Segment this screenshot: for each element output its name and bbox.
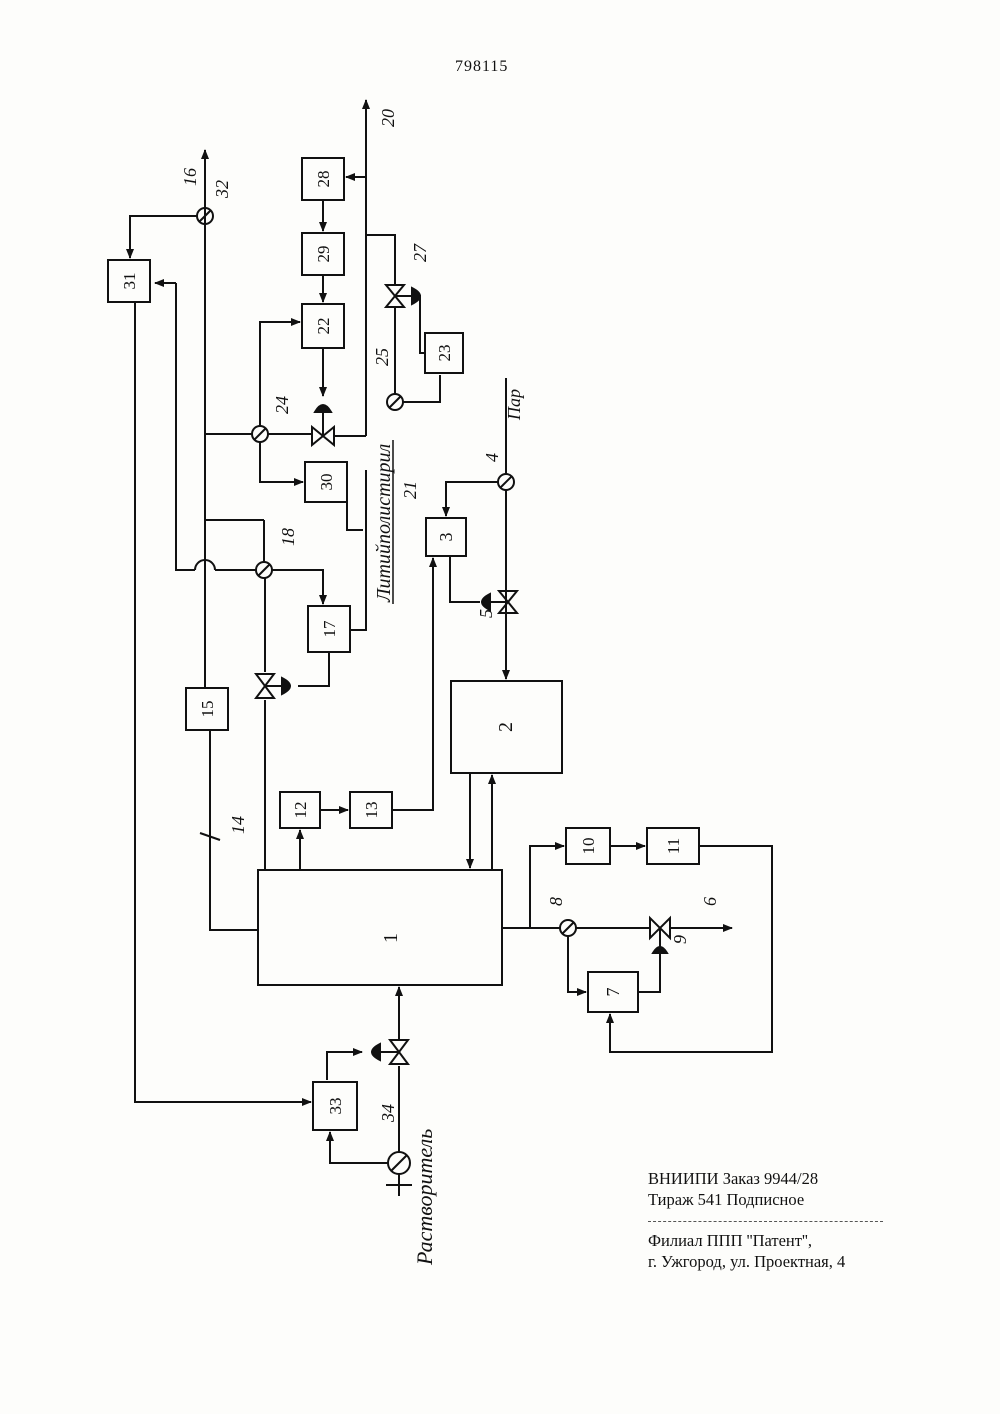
valve-main-top: [312, 405, 334, 445]
solvent-label: Растворитель: [412, 1129, 437, 1266]
sensor-8: [560, 920, 576, 936]
block-23-label: 23: [435, 345, 454, 362]
ref-14: 14: [228, 816, 248, 834]
sensor-34: [388, 1152, 410, 1174]
publication-footer: ВНИИПИ Заказ 9944/28 Тираж 541 Подписное…: [648, 1168, 888, 1273]
ref-16: 16: [180, 168, 200, 186]
block-31-label: 31: [120, 273, 139, 290]
block-33-label: 33: [326, 1098, 345, 1115]
ref-21: 21: [400, 481, 420, 499]
block-7-label: 7: [603, 988, 623, 997]
ref-20: 20: [378, 109, 398, 127]
ref-34: 34: [378, 1104, 398, 1123]
block-1-label: 1: [380, 933, 402, 943]
sensor-24: [252, 426, 268, 442]
footer-line-branch: Филиал ППП ''Патент'',: [648, 1230, 888, 1251]
valve-9: [650, 918, 670, 953]
ref-9: 9: [670, 935, 690, 944]
sensor-4: [498, 474, 514, 490]
block-29-label: 29: [314, 246, 333, 263]
block-13-label: 13: [362, 802, 381, 819]
block-10-label: 10: [579, 838, 598, 855]
block-12-label: 12: [291, 802, 310, 819]
block-22-label: 22: [314, 318, 333, 335]
product-label: Литийполистирил: [373, 443, 395, 603]
valve-18-line: [256, 674, 290, 698]
ref-6: 6: [700, 897, 720, 906]
ref-32: 32: [212, 180, 232, 199]
block-17-label: 17: [320, 620, 339, 638]
block-1: [258, 870, 502, 985]
footer-line-order: ВНИИПИ Заказ 9944/28: [648, 1168, 888, 1189]
block-11-label: 11: [664, 838, 683, 854]
footer-line-address: г. Ужгород, ул. Проектная, 4: [648, 1251, 888, 1272]
ref-27: 27: [410, 243, 430, 262]
ref-4: 4: [482, 453, 502, 462]
block-30-label: 30: [317, 474, 336, 491]
ref-8: 8: [546, 897, 566, 906]
valve-solvent: [372, 1040, 408, 1064]
sensor-18: [256, 562, 272, 578]
block-2-label: 2: [495, 722, 517, 732]
sensor-25: [387, 394, 403, 410]
block-3-label: 3: [436, 533, 456, 542]
ref-18: 18: [278, 528, 298, 546]
footer-divider: [648, 1221, 883, 1222]
block-15-label: 15: [198, 701, 217, 718]
steam-label: Пар: [504, 389, 524, 421]
block-28-label: 28: [314, 171, 333, 188]
ref-25: 25: [372, 348, 392, 366]
ref-5: 5: [476, 609, 496, 618]
ref-24: 24: [272, 396, 292, 414]
footer-line-copies: Тираж 541 Подписное: [648, 1189, 888, 1210]
